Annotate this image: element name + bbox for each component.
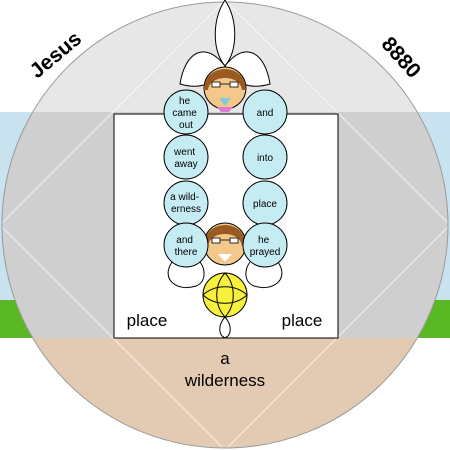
bottom-label-wilderness: wilderness: [184, 371, 265, 390]
bead-right-1: [242, 89, 288, 135]
bead-left-2: [163, 134, 209, 180]
bead-left-4-label: and there: [175, 235, 198, 258]
bead-right-4-label: he prayed: [250, 235, 281, 258]
bead-left-2-label: went away: [173, 147, 198, 170]
upper-face-icon: [203, 66, 247, 112]
bead-left-1-label: he came out: [172, 96, 199, 131]
bead-left-4: [163, 222, 209, 268]
place-right-label: place: [282, 311, 323, 330]
bead-right-4: [242, 222, 288, 268]
bead-right-2: [242, 134, 288, 180]
bead-left-1: [163, 89, 209, 135]
lower-face-icon: [203, 222, 247, 266]
bead-left-3: [163, 180, 209, 226]
bottom-label-a: a: [220, 349, 230, 368]
beads-right: [242, 89, 288, 268]
yellow-flower-icon: [167, 261, 283, 339]
bead-right-2-label: into: [257, 153, 274, 164]
bead-right-3-label: place: [253, 199, 277, 210]
place-left-label: place: [127, 311, 168, 330]
beads-left: [163, 89, 209, 268]
bead-left-3-label: a wild- erness: [170, 192, 202, 215]
bead-right-1-label: and: [257, 108, 274, 119]
